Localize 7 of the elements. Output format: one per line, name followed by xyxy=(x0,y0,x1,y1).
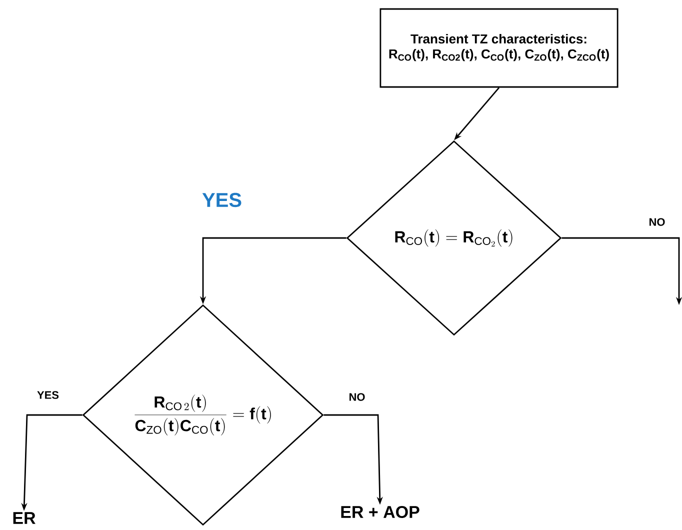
edge-label: NO xyxy=(348,392,366,402)
process-box: Transient TZ characteristics: R$_{CO}$(t), R$_{CO2}$(t), C$_{CO}$(t), C$_{ZO}$(t), C$_{ZCO}$(t) xyxy=(380,8,618,88)
edge-label: NO xyxy=(648,217,666,227)
outcome-label: ER + AOP xyxy=(341,506,420,518)
outcome-label: ER xyxy=(13,512,36,524)
edge-label: YES xyxy=(36,390,60,400)
edge-label: YES xyxy=(201,192,244,208)
